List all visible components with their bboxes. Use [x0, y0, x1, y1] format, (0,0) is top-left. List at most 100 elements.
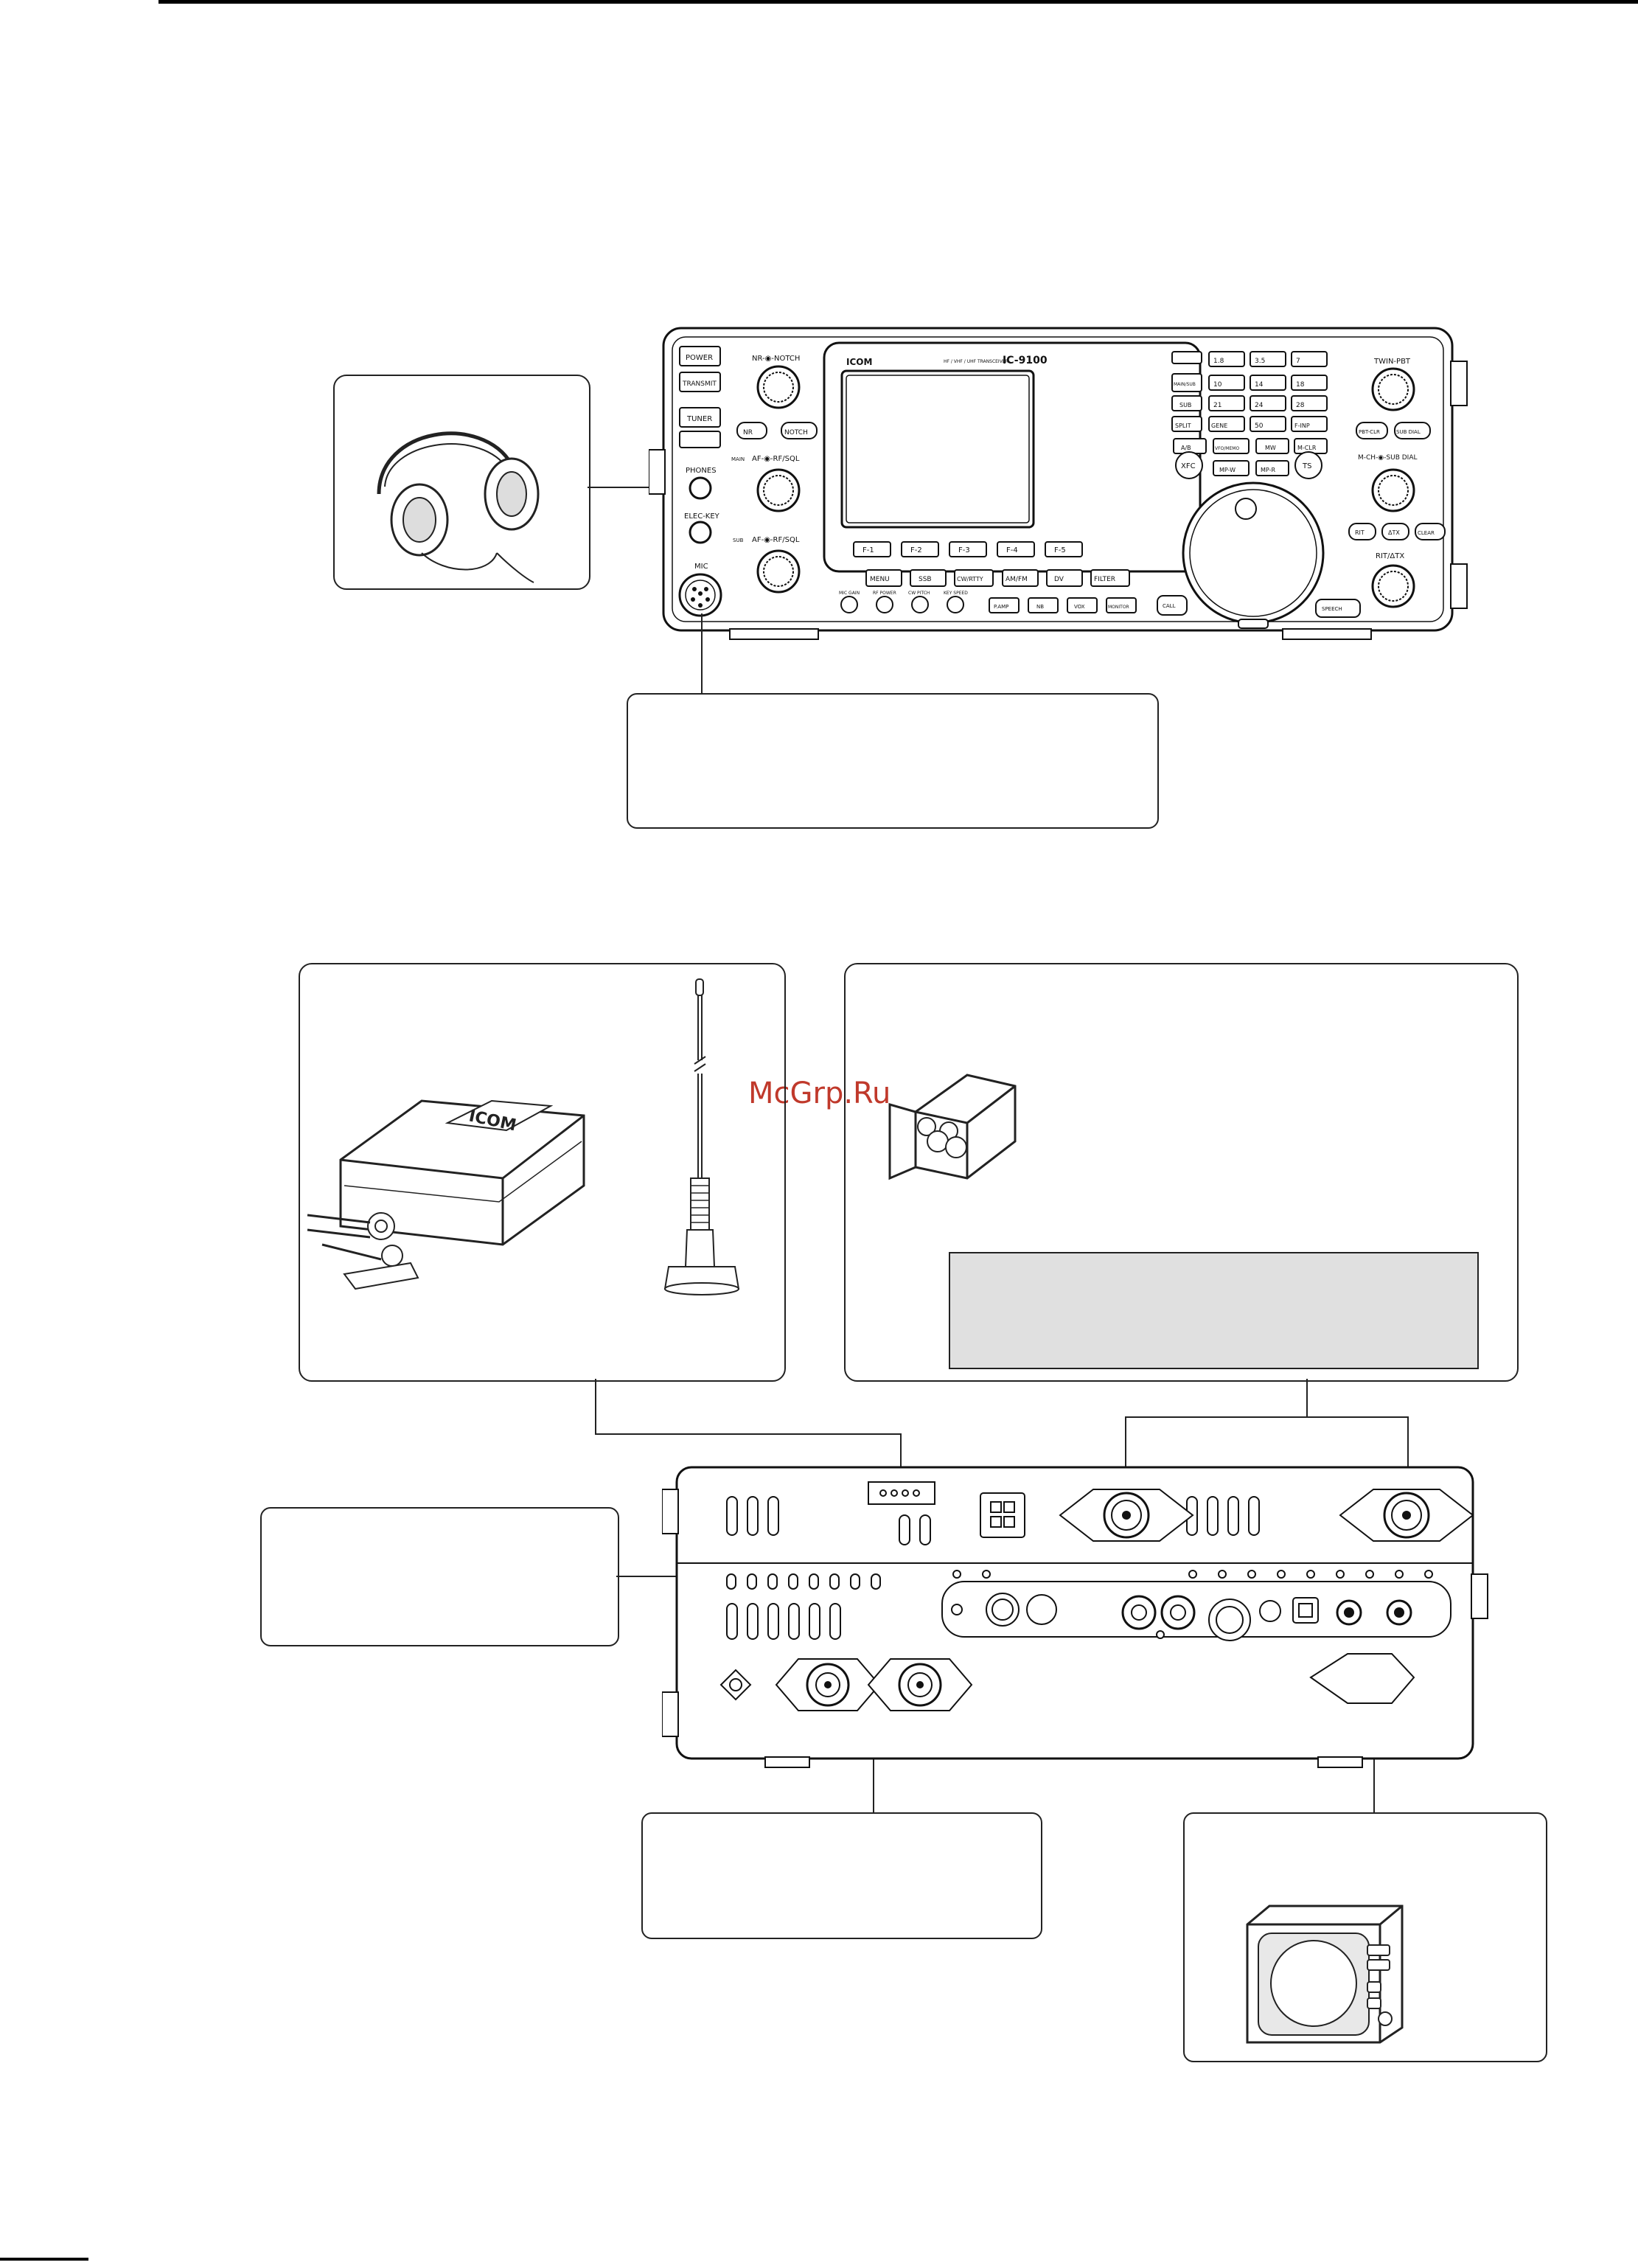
btn-a-b: A/B	[1181, 445, 1191, 451]
key-50: 50	[1255, 422, 1264, 430]
external-speaker-icon	[1246, 1905, 1404, 2044]
bottom-left-callout-box	[641, 1812, 1042, 1939]
rear-panel-radio	[662, 1466, 1488, 1768]
speaker-jack-1	[1336, 1599, 1362, 1626]
key-main-sub: MAIN/SUB	[1174, 382, 1196, 387]
header-rule	[158, 0, 1638, 4]
headphones-icon	[377, 431, 540, 583]
label-power: POWER	[686, 354, 713, 362]
elec-key-jack	[689, 521, 712, 544]
label-phones: PHONES	[686, 467, 717, 475]
label-notch: NOTCH	[784, 429, 808, 436]
knob-mch-subdial	[1371, 468, 1415, 512]
label-mch-subdial: M-CH-◉-SUB DIAL	[1358, 454, 1418, 462]
speaker-jack-2	[1386, 1599, 1412, 1626]
dc-power-connector	[980, 1492, 1025, 1538]
headphones-box	[333, 375, 590, 590]
ground-terminal	[719, 1669, 752, 1701]
tag-sub: SUB	[733, 538, 744, 543]
key-3-5: 3.5	[1255, 358, 1265, 365]
key-14: 14	[1255, 381, 1264, 389]
lower-knobs	[840, 596, 964, 613]
btn-mw: MW	[1265, 445, 1276, 451]
knob-twin-pbt	[1371, 367, 1415, 411]
phones-jack	[689, 476, 712, 500]
label-cw-pitch: CW PITCH	[908, 591, 930, 596]
acc-din-connector	[986, 1593, 1020, 1627]
label-nr: NR	[743, 429, 753, 436]
label-f3: F-3	[958, 546, 970, 554]
btn-vfo-memo: VFO/MEMO	[1215, 446, 1239, 451]
antenna-connector-1	[1059, 1489, 1194, 1542]
antenna-tuner-box: ICOM	[299, 963, 786, 1382]
key-gene: GENE	[1211, 422, 1227, 429]
knob-af-rf-sub	[756, 549, 801, 594]
label-ssb: SSB	[919, 576, 932, 583]
knob-af-rf-main	[756, 468, 801, 512]
btn-m-clr: M-CLR	[1297, 445, 1317, 451]
btn-sub-dial: SUB DIAL	[1396, 429, 1421, 435]
front-panel-radio: POWER TRANSMIT TUNER PHONES ELEC-KEY MIC…	[649, 327, 1468, 640]
acc-multi-connector	[1208, 1599, 1251, 1641]
label-mic: MIC	[694, 563, 708, 571]
btn-rit: RIT	[1355, 529, 1365, 536]
watermark: McGrp.Ru	[748, 1076, 891, 1110]
tag-main: MAIN	[731, 456, 745, 462]
keypad	[1171, 351, 1328, 432]
label-f4: F-4	[1006, 546, 1018, 554]
key-7: 7	[1296, 358, 1300, 365]
label-speech: SPEECH	[1322, 606, 1342, 612]
label-menu: MENU	[870, 576, 890, 583]
label-model-subtitle: HF / VHF / UHF TRANSCEIVER	[944, 359, 1008, 364]
btn-mp-r: MP-R	[1261, 467, 1275, 473]
label-rf-power: RF POWER	[873, 591, 896, 596]
rca-jack-2	[1160, 1595, 1196, 1630]
antenna-tuner-icon: ICOM	[307, 1099, 585, 1290]
label-key-speed: KEY SPEED	[944, 591, 968, 596]
knob-nr-notch	[756, 365, 801, 409]
mic-callout-box	[627, 693, 1159, 829]
label-call: CALL	[1163, 603, 1176, 609]
coax-connector-box	[844, 963, 1519, 1382]
rca-jack-1	[1121, 1595, 1157, 1630]
btn-dtx: ΔTX	[1388, 529, 1400, 536]
label-xfc: XFC	[1181, 462, 1196, 470]
label-nr-notch: NR-◉-NOTCH	[752, 355, 800, 363]
label-tuner: TUNER	[686, 415, 712, 423]
key-sub: SUB	[1179, 402, 1191, 408]
antenna-connector-2	[1339, 1489, 1474, 1542]
function-keys	[853, 541, 1083, 557]
label-af-rf-main: AF-◉-RF/SQL	[752, 455, 800, 463]
lower-buttons	[989, 595, 1188, 616]
usb-port	[1292, 1597, 1319, 1624]
mode-buttons	[865, 569, 1130, 587]
label-f2: F-2	[910, 546, 922, 554]
leader-line-phones	[588, 487, 693, 488]
key-28: 28	[1296, 402, 1305, 409]
btn-pbt-clr: PBT-CLR	[1359, 429, 1380, 435]
label-af-rf-sub: AF-◉-RF/SQL	[752, 536, 800, 544]
label-transmit: TRANSMIT	[682, 380, 717, 388]
label-model: IC-9100	[1003, 355, 1048, 366]
label-mic-gain: MIC GAIN	[839, 591, 860, 596]
key-1-8: 1.8	[1213, 358, 1224, 365]
label-dv: DV	[1054, 576, 1064, 583]
key-10: 10	[1213, 381, 1222, 389]
key-split: SPLIT	[1175, 422, 1191, 429]
label-elec-key: ELEC-KEY	[684, 512, 720, 521]
key-21: 21	[1213, 402, 1221, 409]
knob-rit-dtx	[1371, 564, 1415, 608]
label-cw-rtty: CW/RTTY	[957, 576, 983, 582]
label-nb: NB	[1036, 604, 1044, 610]
label-brand: ICOM	[846, 357, 872, 367]
key-18: 18	[1296, 381, 1305, 389]
note-box	[949, 1252, 1479, 1369]
connector-bracket-icon	[888, 1074, 1017, 1180]
key-f-inp: F-INP	[1294, 422, 1310, 429]
n-connector-2	[867, 1658, 973, 1711]
label-vox: VOX	[1074, 604, 1085, 610]
speaker-box	[1183, 1812, 1547, 2062]
rear-vent-plate	[1309, 1653, 1415, 1704]
leader-line-mic	[701, 613, 703, 695]
footer-rule	[0, 2258, 88, 2261]
